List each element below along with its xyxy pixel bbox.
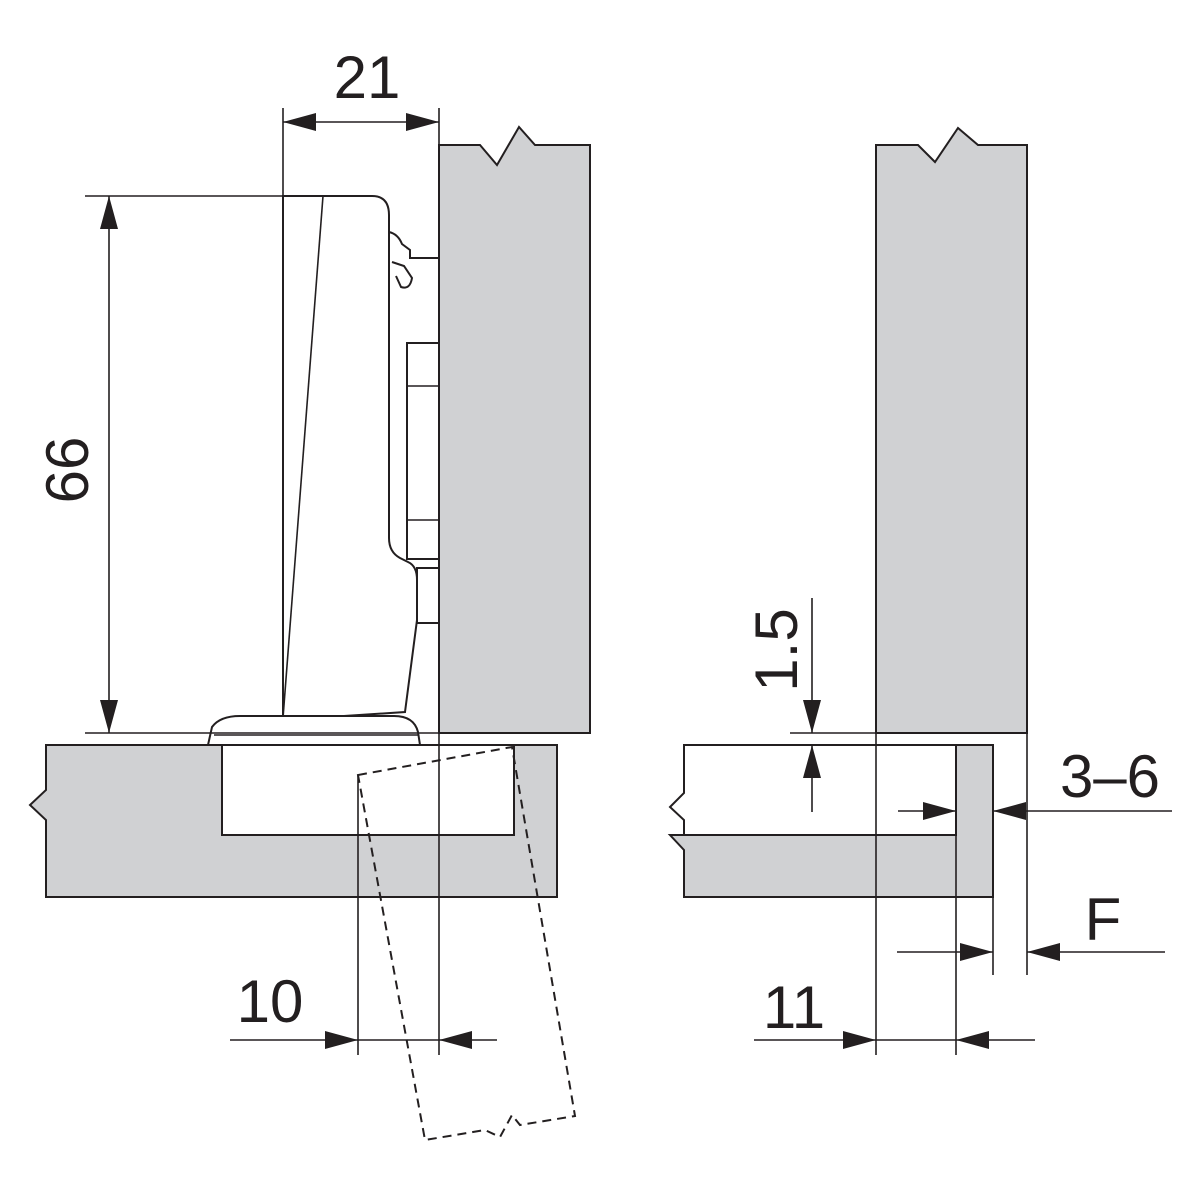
dim-10-label: 10 [237,968,304,1035]
dim-21-arrow-right [406,113,439,131]
dim-1-5-arrow-top [803,700,821,733]
dim-66-label: 66 [34,437,101,504]
mounting-plate-lower [416,567,440,624]
right-view: 1.5 3–6 F 11 [667,126,1172,1055]
dim-3-6-arrow-right [993,802,1026,820]
dim-f-label: F [1085,886,1122,953]
open-door-outline [356,745,577,1142]
dim-1-5-arrow-bottom [803,745,821,778]
right-door-panel-top [668,744,994,836]
dim-1-5-label: 1.5 [743,608,810,691]
hinge-arm-slant [282,195,324,719]
dim-f-arrow-right [1027,943,1060,961]
dim-66-arrow-top [100,196,118,229]
dim-3-6-label: 3–6 [1060,743,1160,810]
hinge-clip [388,231,439,289]
dim-21-arrow-left [283,113,316,131]
dim-f-arrow-left [960,943,993,961]
dim-11-arrow-left [843,1031,876,1049]
right-side-panel [875,126,1028,734]
mounting-plate [406,342,440,560]
dim-11-label: 11 [763,974,825,1041]
dim-21-label: 21 [334,44,401,111]
left-side-panel [438,125,591,734]
hinge-cup-recess [221,744,515,836]
dim-10-arrow-right [439,1031,472,1049]
dim-11-arrow-right [956,1031,989,1049]
dim-66-arrow-bottom [100,700,118,733]
dim-10-arrow-left [325,1031,358,1049]
dim-3-6-arrow-left [923,802,956,820]
left-view: 21 66 10 [28,44,591,1142]
hinge-cup-flange [206,715,422,746]
